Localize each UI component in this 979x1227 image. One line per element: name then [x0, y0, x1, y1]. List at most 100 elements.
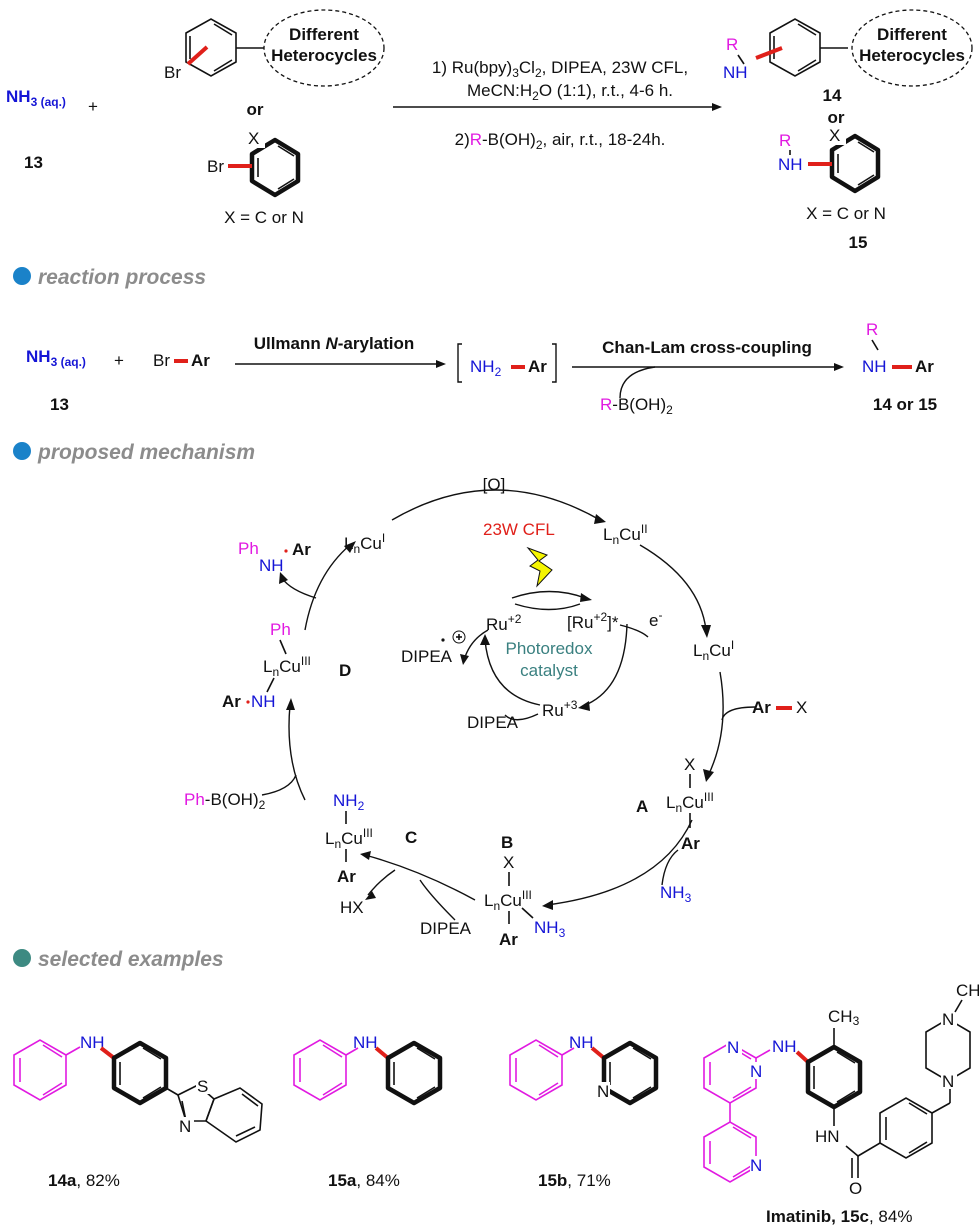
- heterocycle-oval: [263, 9, 385, 87]
- br-label-2: Br: [207, 157, 224, 176]
- dipea-oxidation-curve: [504, 713, 539, 721]
- compound-13-label: 13: [24, 153, 43, 172]
- top-scheme: NH3 (aq.) + 13 Br Different Heterocycles…: [6, 9, 973, 252]
- boronic-curve: [261, 774, 297, 796]
- nh-15b: NH: [569, 1033, 594, 1052]
- bracket-left: [457, 343, 462, 383]
- step2-label: Chan-Lam cross-coupling: [602, 338, 812, 357]
- nh-15a: NH: [353, 1033, 378, 1052]
- process-plus: +: [114, 351, 124, 370]
- heterocycle-line2-14: Heterocycles: [859, 46, 965, 65]
- cu-i-top: LnCuI: [344, 531, 385, 556]
- process-br: Br: [153, 351, 170, 370]
- n-atom-14a: N: [179, 1117, 191, 1136]
- aryl-bromide-structure: Br Different Heterocycles: [164, 9, 385, 87]
- process-boronic-acid: R-B(OH)2: [600, 395, 673, 417]
- s-atom-14a: S: [197, 1077, 208, 1096]
- process-label-13: 13: [50, 395, 69, 414]
- bracket-right: [552, 343, 557, 383]
- cu-i-right: LnCuI: [693, 638, 734, 663]
- label-D: D: [339, 661, 351, 680]
- photoredox-line2: catalyst: [520, 661, 578, 680]
- d-ph: Ph: [270, 620, 291, 639]
- product-15-label: 15: [849, 233, 868, 252]
- or-label-right: or: [828, 108, 845, 127]
- product-ph: Ph: [238, 539, 259, 558]
- x-atom: X: [248, 129, 259, 148]
- or-label-left: or: [247, 100, 264, 119]
- product-ar: Ar: [915, 357, 934, 376]
- light-source-label: 23W CFL: [483, 520, 555, 539]
- pyridine-n: N: [750, 1156, 762, 1175]
- ammonia-label: NH3 (aq.): [6, 87, 66, 109]
- r-label-14: R: [726, 35, 738, 54]
- c-nh2: NH2: [333, 791, 365, 813]
- step1-label: Ullmann N-arylation: [254, 334, 415, 353]
- step2-reagent-curve: [619, 366, 656, 399]
- photo-quench-arrow: [582, 623, 628, 707]
- arc-oxidative-addition: [707, 671, 724, 777]
- nh-label-14: NH: [723, 63, 748, 82]
- bullet-blue-2: [13, 442, 31, 460]
- photo-regeneration-arrow: [484, 639, 541, 706]
- example-14a-caption: 14a, 82%: [48, 1171, 120, 1190]
- product-r: R: [866, 320, 878, 339]
- plus-sign: +: [88, 97, 98, 116]
- c-ar: Ar: [337, 867, 356, 886]
- ph-boronic-acid: Ph-B(OH)2: [184, 790, 266, 812]
- b-ar: Ar: [499, 930, 518, 949]
- heterocycle-line1-14: Different: [877, 25, 947, 44]
- example-15b-caption: 15b, 71%: [538, 1171, 611, 1190]
- label-A: A: [636, 797, 648, 816]
- process-ar: Ar: [191, 351, 210, 370]
- b-complex: LnCuIII: [484, 888, 532, 913]
- heterocycle-line2: Heterocycles: [271, 46, 377, 65]
- example-15c-caption: Imatinib, 15c, 84%: [766, 1207, 912, 1226]
- ar-x-ar: Ar: [752, 698, 771, 717]
- oxidant-label: [O]: [483, 475, 506, 494]
- bullet-teal: [13, 949, 31, 967]
- nh-14a: NH: [80, 1033, 105, 1052]
- product-14-structure: R NH Different Heterocycles 14: [723, 9, 973, 105]
- d-complex: LnCuIII: [263, 654, 311, 679]
- arc-reductive-elimination: [304, 544, 351, 631]
- br-label: Br: [164, 63, 181, 82]
- dipea-base: DIPEA: [420, 919, 472, 938]
- nh3-reagent: NH3: [660, 883, 692, 905]
- nh3-curve: [661, 849, 679, 886]
- dipea-curve: [419, 879, 456, 921]
- arc-transmetalation: [288, 704, 306, 801]
- intermediate-ar: Ar: [528, 357, 547, 376]
- arc-reduction: [639, 544, 707, 631]
- cu-ii-top: LnCuII: [603, 522, 648, 547]
- c-complex: LnCuIII: [325, 826, 373, 851]
- mechanism-section: proposed mechanism [O] LnCuI LnCuII Ln: [13, 441, 807, 949]
- examples-section: selected examples NH S N 14a, 82%: [13, 948, 979, 1226]
- reaction-process-section: reaction process NH3 (aq.) + Br Ar 13 Ul…: [13, 266, 937, 417]
- label-C: C: [405, 828, 417, 847]
- product-ar: Ar: [292, 540, 311, 559]
- x-definition: X = C or N: [224, 208, 304, 227]
- process-ammonia: NH3 (aq.): [26, 347, 86, 369]
- hx-byproduct: HX: [340, 898, 364, 917]
- example-15c-imatinib-structure: N N NH N CH3 HN O: [703, 981, 979, 1198]
- light-bolt-icon: [526, 546, 553, 588]
- benzene-ring: [185, 18, 237, 77]
- product-15-structure: X NH R X = C or N 15: [778, 125, 886, 252]
- heterocycle-line1: Different: [289, 25, 359, 44]
- a-complex: LnCuIII: [666, 790, 714, 815]
- ar-x-x: X: [796, 698, 807, 717]
- methyl-label: CH3: [828, 1007, 860, 1028]
- pyrimidine-n1: N: [727, 1038, 739, 1057]
- dipea-radical-cation: DIPEA: [401, 647, 453, 666]
- product-release-curve: [281, 577, 317, 599]
- piperazine-n2: N: [942, 1072, 954, 1091]
- label-B: B: [501, 833, 513, 852]
- n-atom-15b: N: [597, 1082, 609, 1101]
- example-15b-structure: NH N: [509, 1033, 659, 1106]
- process-product-label: 14 or 15: [873, 395, 937, 414]
- a-ar: Ar: [681, 834, 700, 853]
- bullet-blue: [13, 267, 31, 285]
